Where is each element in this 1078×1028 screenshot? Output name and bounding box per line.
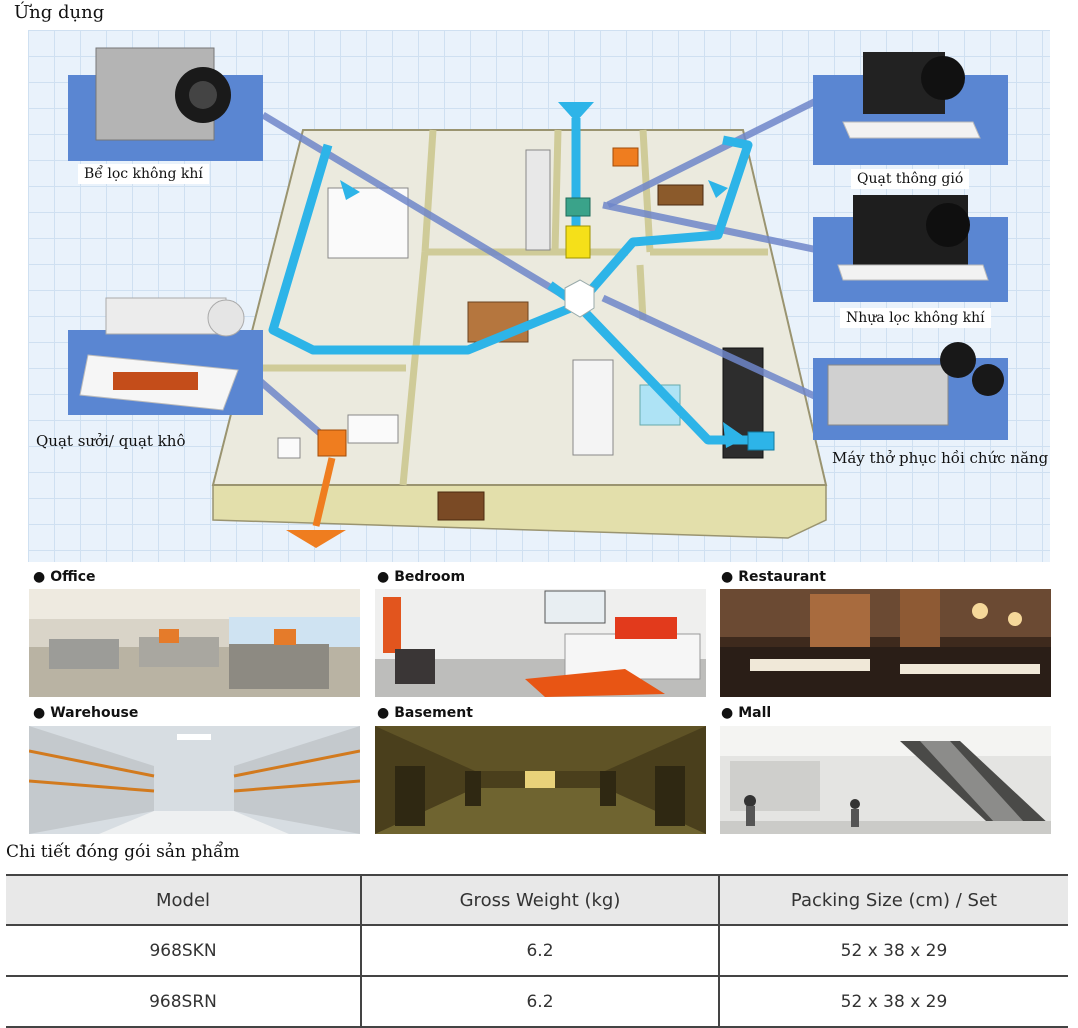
desk — [657, 184, 704, 206]
cell-model: 968SKN — [6, 925, 361, 977]
cell-packing-size: 52 x 38 x 29 — [718, 925, 1068, 977]
table-row: 968SKN 6.2 52 x 38 x 29 — [6, 925, 1068, 977]
callout-air-filter-box: Bể lọc không khí — [78, 164, 209, 184]
packaging-table: Model Gross Weight (kg) Packing Size (cm… — [6, 874, 1068, 1028]
callout-filter-plastic: Nhựa lọc không khí — [840, 308, 991, 328]
filter-unit-node — [565, 225, 591, 259]
table-header-row: Model Gross Weight (kg) Packing Size (cm… — [6, 875, 1068, 925]
cell-packing-size: 52 x 38 x 29 — [718, 976, 1068, 1028]
product-air-filter-box — [68, 47, 263, 161]
basement-photo — [375, 726, 706, 834]
toilet — [277, 437, 301, 459]
restaurant-photo — [720, 589, 1051, 697]
bedroom-photo — [375, 589, 706, 697]
application-label-restaurant: ●Restaurant — [721, 569, 826, 585]
product-filter-plastic — [813, 195, 1008, 302]
application-label-bedroom: ●Bedroom — [377, 569, 466, 585]
office-photo — [29, 589, 360, 697]
warehouse-photo — [29, 726, 360, 834]
table-row: 968SRN 6.2 52 x 38 x 29 — [6, 976, 1068, 1028]
application-label-mall: ●Mall — [721, 705, 772, 721]
application-label-warehouse: ●Warehouse — [33, 705, 139, 721]
cell-gross-weight: 6.2 — [360, 925, 719, 977]
product-heat-recovery — [813, 342, 1008, 440]
applications-heading: Ứng dụng — [14, 2, 105, 23]
interior-walls — [228, 129, 768, 486]
column-header-model: Model — [6, 875, 361, 925]
callout-link-lines — [250, 96, 825, 443]
fan-node — [565, 197, 591, 217]
callout-ventilation-fan: Quạt thông gió — [851, 169, 970, 189]
front-door — [437, 491, 485, 521]
duct-arrows — [340, 102, 746, 448]
bathtub — [347, 414, 399, 444]
packaging-heading: Chi tiết đóng gói sản phẩm — [6, 842, 240, 862]
ventilation-diagram: Bể lọc không khí Quạt thông gió Nhựa lọc… — [28, 30, 1050, 562]
bed — [327, 187, 409, 259]
cell-gross-weight: 6.2 — [360, 976, 719, 1028]
column-header-gross-weight: Gross Weight (kg) — [360, 875, 719, 925]
sofa — [572, 359, 614, 456]
column-header-packing-size: Packing Size (cm) / Set — [718, 875, 1068, 925]
application-label-basement: ●Basement — [377, 705, 473, 721]
exhaust-outlet — [286, 457, 346, 548]
product-heater-fan — [68, 297, 263, 415]
heater-node — [317, 429, 347, 457]
recovery-node — [747, 431, 775, 451]
duct-hub-node — [564, 279, 595, 318]
callout-heater-fan: Quạt sưởi/ quạt khô — [36, 432, 186, 450]
house-floorplan-illustration — [68, 47, 1008, 548]
kitchen-counter — [525, 149, 551, 251]
mall-photo — [720, 726, 1051, 834]
cell-model: 968SRN — [6, 976, 361, 1028]
application-label-office: ●Office — [33, 569, 96, 585]
vent-fan-node — [612, 147, 639, 167]
product-ventilation-fan — [813, 52, 1008, 165]
callout-heat-recovery: Máy thở phục hồi chức năng — [832, 449, 1049, 467]
